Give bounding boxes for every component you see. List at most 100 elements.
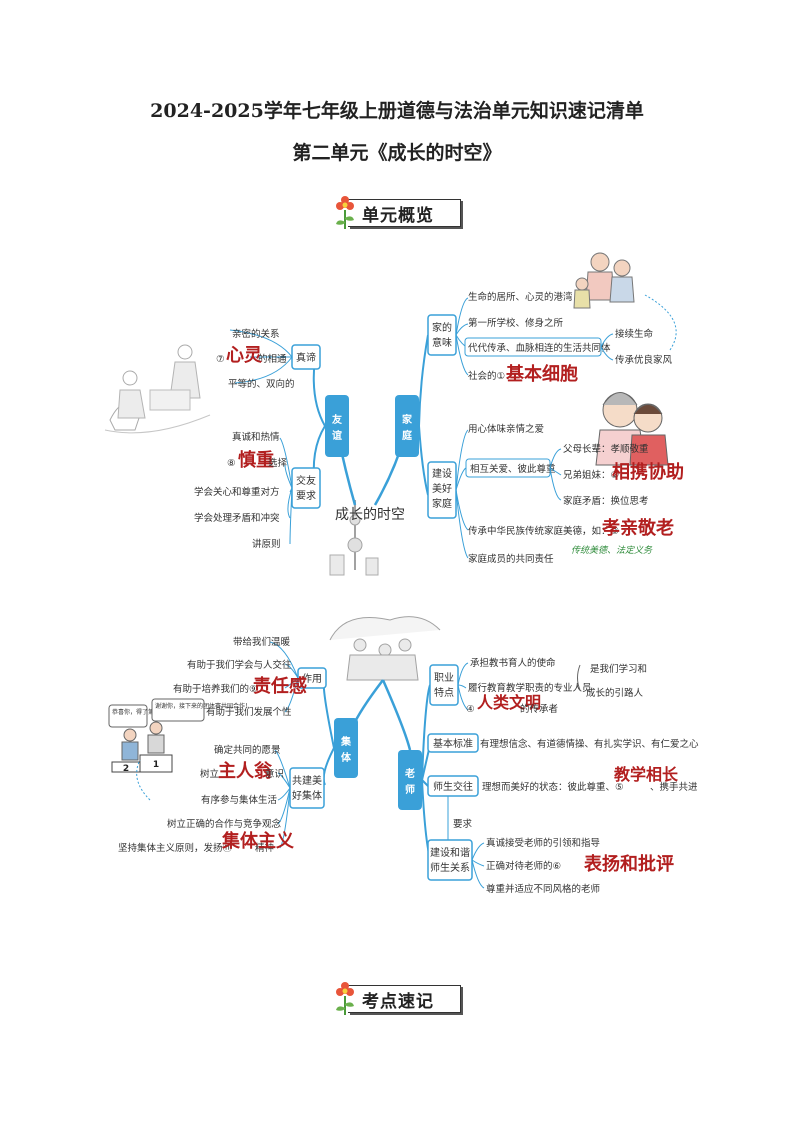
section-title: 单元概览 [362,206,434,226]
gongjian-item-4: 有序参与集体生活 [201,794,278,806]
yiwei-item-4: 社会的① [468,370,505,382]
answer-jibenxibao: 基本细胞 [505,363,578,385]
gongjian-item-1: 确定共同的愿景 [214,744,281,756]
guanxi-req: 要求 [453,818,473,830]
zhendi-item-2: ⑦ [216,354,225,365]
center-node: 成长的时空 [335,507,405,523]
city-tower-illustration [329,500,379,576]
zhendi-item-1: 亲密的关系 [232,328,280,340]
answer-xiangxie: 相携协助 [612,461,684,483]
yiwei-side-1: 接续生命 [615,328,654,340]
map-label: 要求 [296,490,316,502]
answer-renlei: 人类文明 [477,693,541,712]
branch-jiating-char1: 家 [402,413,413,426]
map-label: 特点 [434,687,454,699]
map-label: 集 [340,735,352,748]
zuoyong-item-2: 有助于我们学会与人交往 [187,659,292,671]
jianshe-item-3: 传承中华民族传统家庭美德，如：③ [468,525,619,537]
section-header-overview: 单元概览 [330,196,464,230]
gongjian-item-5: 树立正确的合作与竞争观念 [167,818,282,830]
yiwei-side-2: 传承优良家风 [615,354,673,366]
map-label: 老 [404,767,415,780]
jianshe-item-4: 家庭成员的共同责任 [468,553,554,565]
jiaoyou-item-3: 选择 [268,457,288,469]
podium-illustration: 恭喜你，得了第一名。 谢谢你，接下来的团体赛共同合作！ 2 1 [108,698,251,774]
gongjian-item-6: 坚持集体主义原则，发扬⑪ [118,842,233,854]
zhiye-side-2: 成长的引路人 [586,687,644,699]
jianshe-item-2: 相互关爱、彼此尊重 [470,463,556,475]
answer-xiaoqin: 孝亲敬老 [601,517,674,539]
jianshe-sub-3: 家庭矛盾：换位思考 [563,495,649,507]
answer-jiti: 集体主义 [221,830,294,852]
bubble-2: 谢谢你，接下来的团体赛共同合作！ [155,702,251,710]
branch-youyi-char1: 友 [332,413,342,426]
answer-shenzhong: 慎重 [238,449,274,471]
map-label: 家庭 [432,497,452,510]
students-illustration [329,616,441,681]
section-header-quick-notes: 考点速记 [330,982,464,1016]
answer-jiaoxue: 教学相长 [614,765,679,784]
jianshe-sub-2: 兄弟姐妹：② [563,469,619,481]
jianshe-item-1: 用心体味亲情之爱 [468,423,544,435]
node-zhendi: 真谛 [296,351,316,364]
guanxi-item-3: 尊重并适应不同风格的老师 [486,883,600,895]
map-label: 体 [341,751,352,764]
podium-2: 2 [123,764,129,774]
node-biaozhun: 基本标准 [433,737,473,750]
jiaowang-text: 理想而美好的状态：彼此尊重、⑤ [482,781,624,793]
bubble-1: 恭喜你，得了第一名。 [112,708,172,716]
zhiye-item-3: ④ [466,704,475,715]
jiaoyou-item-4: 学会关心和尊重对方 [194,486,280,498]
zhendi-item-3: 的相通 [258,353,287,365]
zhiye-item-1: 承担教书育人的使命 [470,657,556,669]
branch-jiating-char2: 庭 [402,429,413,442]
map-label: 师 [405,783,415,796]
jianshe-sub-1: 父母长辈：孝顺敬重 [563,443,649,455]
yiwei-item-1: 生命的居所、心灵的港湾 [468,291,573,303]
map-label: 建设和谐 [430,846,470,859]
biaozhun-text: 有理想信念、有道德情操、有扎实学识、有仁爱之心 [480,738,699,750]
answer-zhurenweng: 主人翁 [218,760,273,782]
zuoyong-item-1: 带给我们温暖 [233,636,291,648]
jiaoyou-item-6: 讲原则 [252,538,281,550]
map-label: 师生关系 [430,861,470,874]
podium-1: 1 [153,760,159,770]
mother-daughter-illustration [595,392,669,466]
map-label: 建设 [432,467,452,480]
map-label: 家的 [432,321,452,334]
mindmap-collective-teacher: 集 体 老 师 作用 带给我们温暖 有助于我们学会与人交往 有助于培养我们的⑨ … [108,616,699,895]
node-zuoyong: 作用 [302,673,322,685]
mindmap-growth-space: 友 谊 家 庭 真谛 亲密的关系 ⑦ 的相通 心灵 平等的、双向的 交友 要求 … [104,252,684,576]
answer-biaoyang: 表扬和批评 [584,853,674,875]
guanxi-item-1: 真诚接受老师的引领和指导 [486,837,600,849]
zhiye-side-1: 是我们学习和 [590,663,647,675]
note-green: 传统美德、法定义务 [571,545,653,556]
branch-youyi-char2: 谊 [332,429,342,442]
zuoyong-item-4: 有助于我们发展个性 [206,706,292,718]
gongjian-item-2: 树立 [200,768,219,780]
map-label: 意味 [432,336,452,349]
zhendi-item-4: 平等的、双向的 [228,378,295,390]
map-label: 好集体 [292,789,322,802]
zhiye-item-2: 履行教育教学职责的专业人员 [468,682,592,694]
page-title: 2024-2025学年七年级上册道德与法治单元知识速记清单 [150,100,644,122]
jiaoyou-item-2: ⑧ [227,458,236,469]
flower-icon [336,196,354,229]
answer-xinling: 心灵 [226,345,263,366]
map-label: 职业 [434,672,454,684]
section-title: 考点速记 [362,992,434,1012]
friendship-illustration [104,344,211,434]
zhiye-item-4: 的传承者 [520,703,558,715]
page-subtitle: 第二单元《成长的时空》 [292,142,502,164]
answer-zerengan: 责任感 [253,675,307,697]
guanxi-item-2: 正确对待老师的⑥ [486,860,561,872]
gongjian-item-3: 意识 [265,768,284,780]
yiwei-item-3: 代代传承、血脉相连的生活共同体 [468,342,611,354]
zuoyong-item-3: 有助于培养我们的⑨ [173,683,258,695]
map-label: 美好 [432,482,452,495]
yiwei-item-2: 第一所学校、修身之所 [468,317,564,329]
gongjian-item-7: 精神 [255,842,274,854]
jiaoyou-item-5: 学会处理矛盾和冲突 [194,512,280,524]
jiaoyou-item-1: 真诚和热情 [232,431,280,443]
map-label: 交友 [296,474,316,487]
